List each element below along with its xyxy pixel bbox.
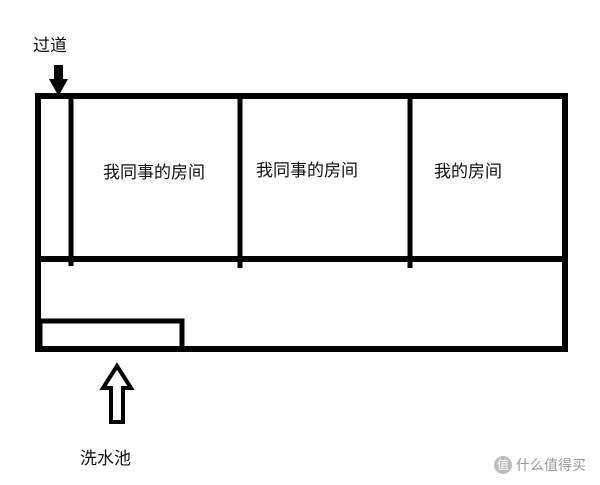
watermark-logo-icon: 值 xyxy=(494,456,512,474)
room-label-colleague-2: 我同事的房间 xyxy=(256,161,358,181)
sink-label: 洗水池 xyxy=(80,449,131,469)
common-area-outline xyxy=(35,256,568,352)
watermark-text: 什么值得买 xyxy=(516,458,586,474)
solid-down-arrow-icon xyxy=(49,65,68,96)
corridor-label: 过道 xyxy=(33,36,67,56)
watermark: 值 什么值得买 xyxy=(494,455,586,475)
sink-shape xyxy=(37,318,185,352)
hollow-up-arrow-icon xyxy=(99,362,135,424)
room-label-mine: 我的房间 xyxy=(434,162,502,182)
room-label-colleague-1: 我同事的房间 xyxy=(103,163,205,183)
